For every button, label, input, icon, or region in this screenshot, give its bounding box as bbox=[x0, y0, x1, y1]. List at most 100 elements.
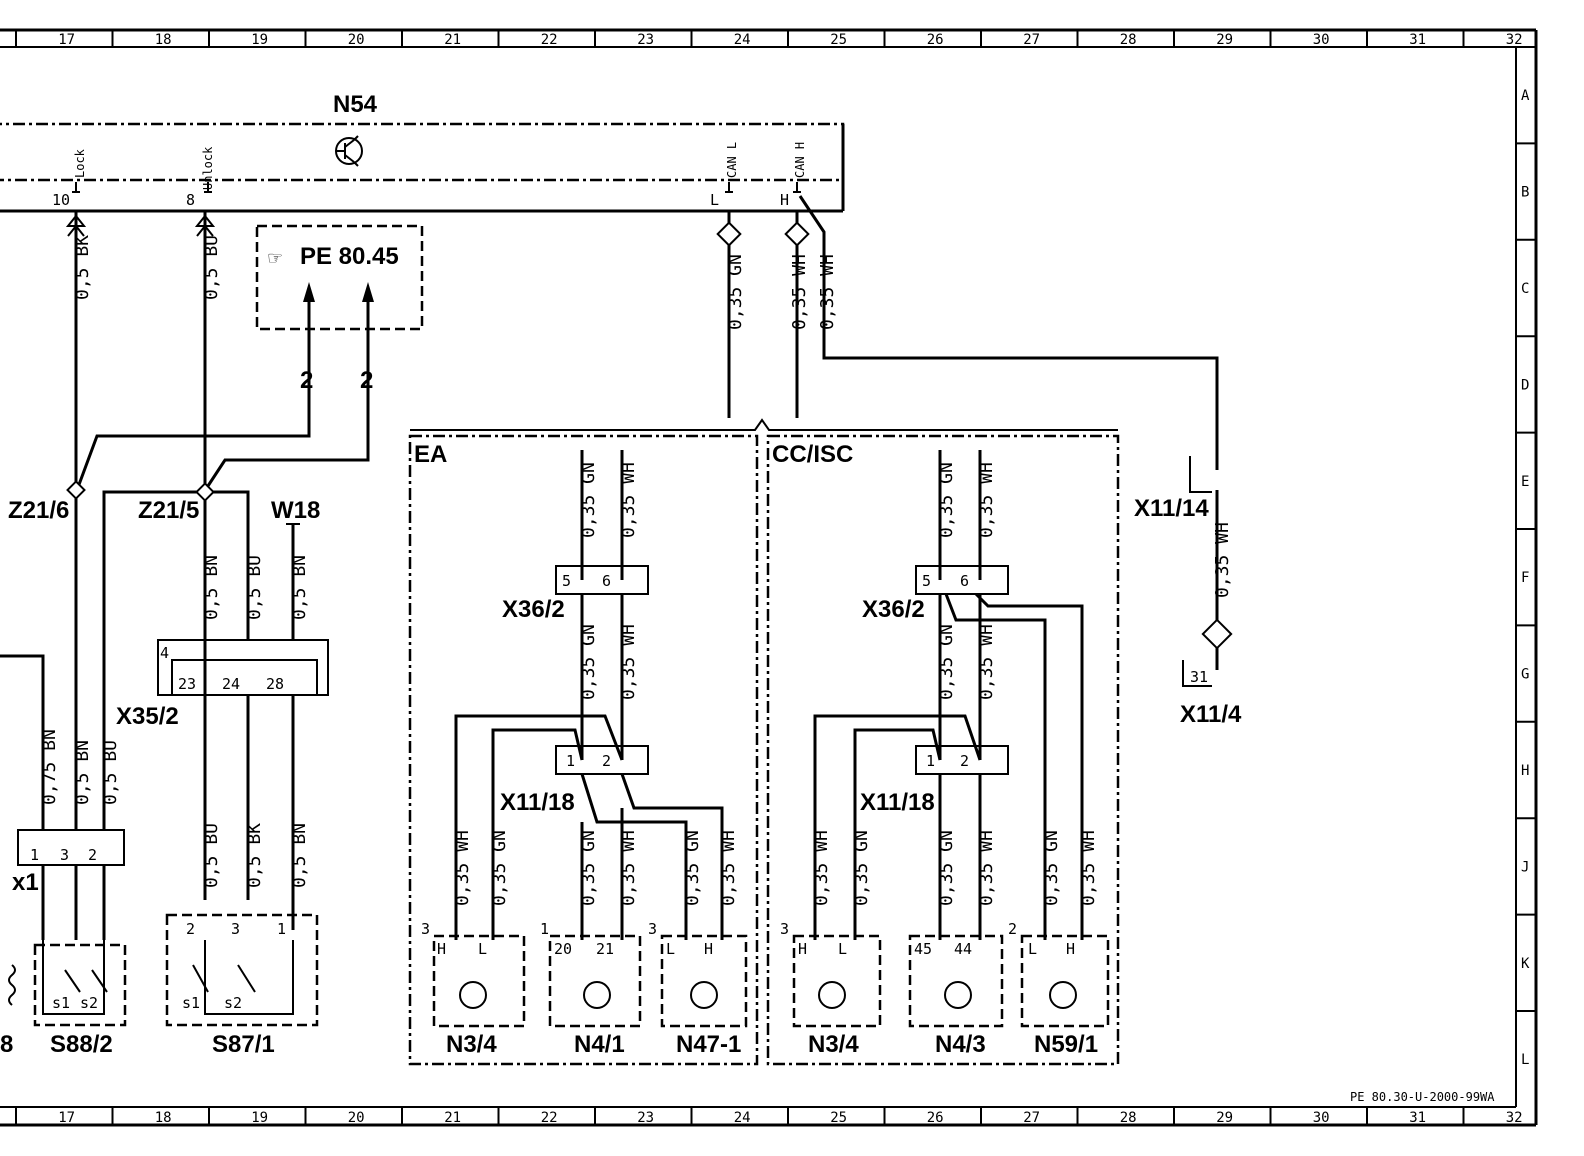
column-label-24: 24 bbox=[734, 32, 751, 48]
x1-pin-1: 1 bbox=[30, 846, 39, 864]
x36-ea-pin-5: 5 bbox=[562, 572, 571, 590]
partial-left-label: 8 bbox=[0, 1031, 13, 1058]
n3-4-ea-label: N3/4 bbox=[446, 1031, 497, 1058]
wire-cc-n34-gn: 0,35 GN bbox=[851, 830, 872, 906]
cc-n34-pin-3: 3 bbox=[780, 920, 789, 938]
n59-pin-2: 2 bbox=[1008, 920, 1017, 938]
n54-module: N54 Lock Unlock CAN L CAN H 10 8 L H bbox=[0, 91, 845, 213]
pin-can-h-label: CAN H bbox=[793, 142, 807, 178]
column-label-22: 22 bbox=[541, 32, 558, 48]
wire-can-l-gn: 0,35 GN bbox=[725, 254, 746, 330]
wire-can-h-wh-2: 0,35 WH bbox=[817, 254, 838, 330]
wire-w18-bn: 0,5 BN bbox=[289, 555, 310, 620]
wire-x35-bu: 0,5 BU bbox=[244, 555, 265, 620]
can-wiring: 0,35 GN 0,35 WH 0,35 WH bbox=[410, 195, 1219, 470]
s87-s2: s2 bbox=[224, 994, 242, 1012]
cc-isc-group: CC/ISC 0,35 GN 0,35 WH 5 6 X36/2 0,35 GN… bbox=[766, 434, 1120, 1066]
wire-cc-n59-gn: 0,35 GN bbox=[1041, 830, 1062, 906]
x11-14-label: X11/14 bbox=[1134, 495, 1209, 522]
column-label-29: 29 bbox=[1216, 1110, 1233, 1126]
column-label-32: 32 bbox=[1506, 32, 1523, 48]
s88-s2: s2 bbox=[80, 994, 98, 1012]
column-label-30: 30 bbox=[1313, 32, 1330, 48]
x1-pin-2: 2 bbox=[88, 846, 97, 864]
wire-lock-bk: 0,5 BK bbox=[72, 235, 93, 300]
column-label-26: 26 bbox=[927, 32, 944, 48]
x11-4-label: X11/4 bbox=[1180, 701, 1242, 728]
x35-pin-23: 23 bbox=[178, 675, 196, 693]
n59-1-label: N59/1 bbox=[1034, 1031, 1098, 1058]
ea-label: EA bbox=[414, 441, 447, 468]
wire-ea-n41-gn: 0,35 GN bbox=[578, 830, 599, 906]
document-reference: PE 80.30-U-2000-99WA bbox=[1350, 1090, 1495, 1104]
x1-label: x1 bbox=[12, 869, 39, 896]
sheet-frame bbox=[0, 28, 1538, 1127]
x1-pin-3: 3 bbox=[60, 846, 69, 864]
wire-ea-n34-wh: 0,35 WH bbox=[452, 830, 473, 906]
x35-pin-4: 4 bbox=[160, 644, 169, 662]
pin-10: 10 bbox=[52, 191, 70, 209]
wire-x35-bn: 0,5 BN bbox=[201, 555, 222, 620]
wire-cc-gn-mid: 0,35 GN bbox=[936, 624, 957, 700]
wire-s87-bu: 0,5 BU bbox=[201, 823, 222, 888]
row-label-E: E bbox=[1521, 474, 1529, 490]
pin-l: L bbox=[710, 191, 719, 209]
s87-pin-3: 3 bbox=[231, 920, 240, 938]
pin-unlock-label: Unlock bbox=[201, 146, 215, 190]
x36-2-cc-label: X36/2 bbox=[862, 596, 925, 623]
row-label-C: C bbox=[1521, 281, 1529, 297]
x35-pin-24: 24 bbox=[222, 675, 240, 693]
column-label-21: 21 bbox=[444, 32, 461, 48]
cc-n34-pin-h: H bbox=[798, 940, 807, 958]
wire-ea-gn-top: 0,35 GN bbox=[578, 462, 599, 538]
wire-x1-bu: 0,5 BU bbox=[100, 740, 121, 805]
column-label-17: 17 bbox=[58, 32, 75, 48]
x35-2-label: X35/2 bbox=[116, 703, 179, 730]
column-label-19: 19 bbox=[251, 1110, 268, 1126]
cc-isc-label: CC/ISC bbox=[772, 441, 853, 468]
n41-pin-21: 21 bbox=[596, 940, 614, 958]
column-label-22: 22 bbox=[541, 1110, 558, 1126]
wire-ea-n34-gn: 0,35 GN bbox=[489, 830, 510, 906]
row-label-J: J bbox=[1521, 859, 1529, 875]
x11-18-ea-label: X11/18 bbox=[500, 789, 575, 816]
n41-pin-1: 1 bbox=[540, 920, 549, 938]
wire-s87-bn: 0,5 BN bbox=[289, 823, 310, 888]
row-label-K: K bbox=[1521, 956, 1530, 972]
z21-6-label: Z21/6 bbox=[8, 497, 69, 524]
ea-group: EA 0,35 GN 0,35 WH 5 6 X36/2 0,35 GN 0,3… bbox=[408, 434, 759, 1066]
x36-2-ea-label: X36/2 bbox=[502, 596, 565, 623]
pointing-hand-icon: ☞ bbox=[267, 248, 283, 269]
row-label-L: L bbox=[1521, 1052, 1529, 1068]
column-label-31: 31 bbox=[1409, 1110, 1426, 1126]
s87-1-label: S87/1 bbox=[212, 1031, 275, 1058]
n47-pin-3: 3 bbox=[648, 920, 657, 938]
wire-cc-n59-wh: 0,35 WH bbox=[1078, 830, 1099, 906]
n47-1-label: N47-1 bbox=[676, 1031, 741, 1058]
x11-cc-pin-1: 1 bbox=[926, 752, 935, 770]
s87-pin-1: 1 bbox=[277, 920, 286, 938]
x36-cc-pin-6: 6 bbox=[960, 572, 969, 590]
n43-pin-45: 45 bbox=[914, 940, 932, 958]
ea-n34-pin-l: L bbox=[478, 940, 487, 958]
wire-cc-n34-wh: 0,35 WH bbox=[811, 830, 832, 906]
n47-pin-l: L bbox=[666, 940, 675, 958]
row-label-B: B bbox=[1521, 185, 1529, 201]
n43-pin-44: 44 bbox=[954, 940, 972, 958]
wire-ea-gn-mid: 0,35 GN bbox=[578, 624, 599, 700]
wire-x1-075bn: 0,75 BN bbox=[39, 729, 60, 805]
column-label-17: 17 bbox=[58, 1110, 75, 1126]
pin-can-l-label: CAN L bbox=[725, 142, 739, 178]
column-label-18: 18 bbox=[155, 1110, 172, 1126]
column-label-20: 20 bbox=[348, 32, 365, 48]
wire-unlock-bu: 0,5 BU bbox=[201, 235, 222, 300]
row-label-D: D bbox=[1521, 377, 1529, 393]
x35-pin-28: 28 bbox=[266, 675, 284, 693]
wire-cc-wh-mid: 0,35 WH bbox=[976, 624, 997, 700]
row-label-F: F bbox=[1521, 570, 1529, 586]
wire-s87-bk: 0,5 BK bbox=[244, 823, 265, 888]
ea-n34-pin-h: H bbox=[437, 940, 446, 958]
column-label-25: 25 bbox=[830, 1110, 847, 1126]
